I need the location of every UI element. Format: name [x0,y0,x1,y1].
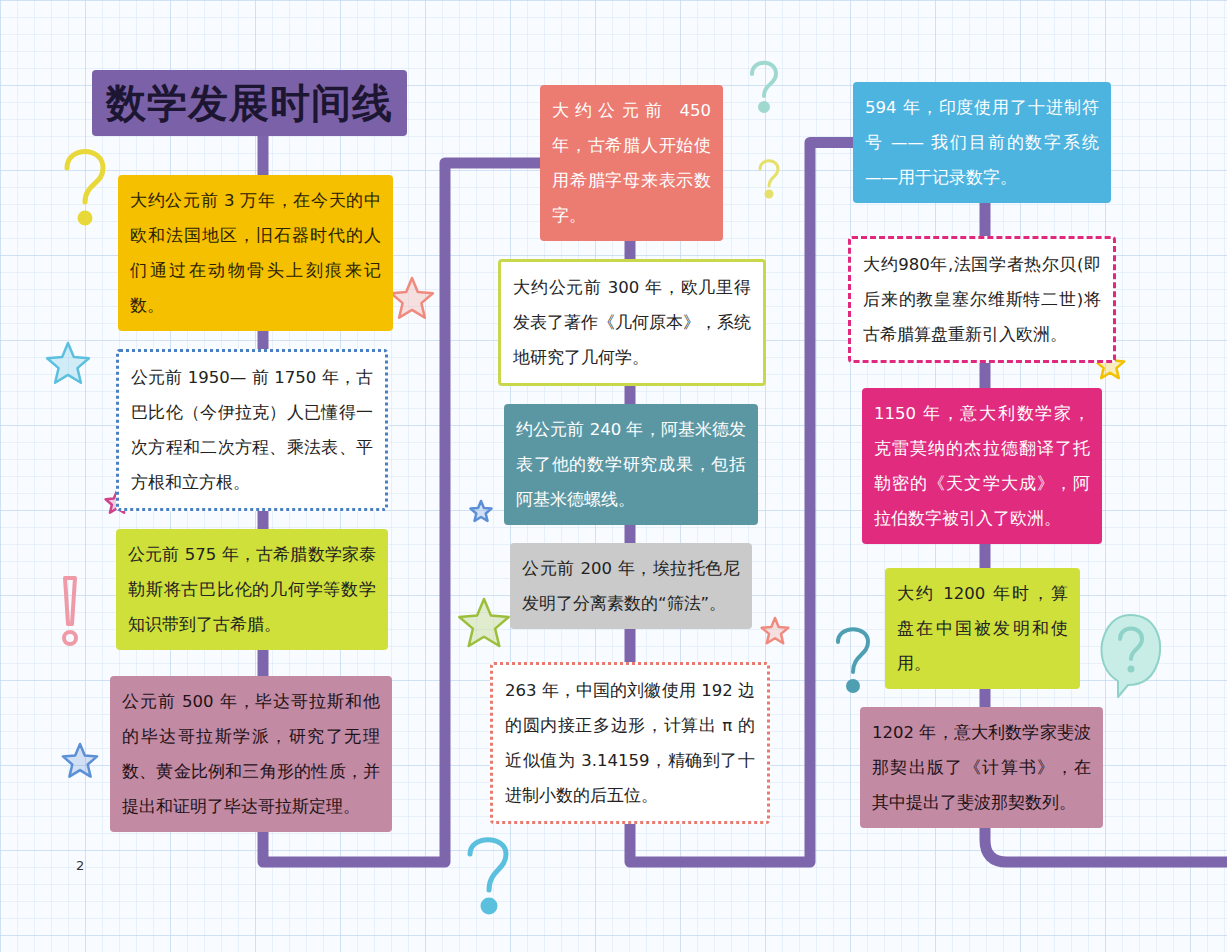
question-mark-stroke [1120,629,1142,660]
event-box: 594 年，印度使用了十进制符号 —— 我们目前的数字系统——用于记录数字。 [853,82,1111,203]
question-mark-stroke [67,152,103,203]
track-decoration [263,130,1227,862]
title-box: 数学发展时间线 [92,70,407,136]
star-doodle [459,599,508,646]
event-text: 公元前 575 年，古希腊数学家泰勒斯将古巴比伦的几何学等数学知识带到了古希腊。 [128,537,376,642]
timeline-connector [625,629,636,662]
question-bubble [1102,615,1161,697]
question-dot [848,681,858,691]
event-box: 大约980年,法国学者热尔贝(即后来的教皇塞尔维斯特二世)将古希腊算盘重新引入欧… [848,236,1116,363]
event-text: 263 年，中国的刘徽使用 192 边的圆内接正多边形，计算出 π 的近似值为 … [505,673,755,813]
event-box: 263 年，中国的刘徽使用 192 边的圆内接正多边形，计算出 π 的近似值为 … [490,662,770,824]
exclamation-dot [64,632,76,644]
event-text: 1202 年，意大利数学家斐波那契出版了《计算书》，在其中提出了斐波那契数列。 [872,715,1091,820]
bubble-outline [1102,615,1161,697]
question-dot [483,900,495,912]
star-doodle [47,343,89,383]
event-text: 公元前 500 年，毕达哥拉斯和他的毕达哥拉斯学派，研究了无理数、黄金比例和三角… [122,684,380,824]
question-mark [752,63,776,111]
page-number: 2 [76,858,84,873]
question-mark [838,629,868,691]
event-box: 公元前 500 年，毕达哥拉斯和他的毕达哥拉斯学派，研究了无理数、黄金比例和三角… [110,676,392,832]
question-dot [1128,666,1135,673]
timeline-connector [625,525,636,543]
timeline-connector [980,689,991,707]
star-doodle [471,501,492,521]
star-doodle [762,618,789,643]
exclamation-mark [64,578,76,644]
event-box: 1202 年，意大利数学家斐波那契出版了《计算书》，在其中提出了斐波那契数列。 [860,707,1103,828]
event-box: 大约公元前 300 年，欧几里得发表了著作《几何原本》，系统地研究了几何学。 [498,259,766,386]
title-text: 数学发展时间线 [106,80,393,126]
event-box: 1150 年，意大利数学家，克雷莫纳的杰拉德翻译了托勒密的《天文学大成》，阿拉伯… [862,388,1102,544]
question-dot [766,191,772,197]
event-text: 大约公元前 450 年，古希腊人开始使用希腊字母来表示数字。 [552,93,711,233]
timeline-connector [258,650,269,676]
event-box: 大约公元前 450 年，古希腊人开始使用希腊字母来表示数字。 [540,85,723,241]
timeline-connector [625,241,636,259]
question-dot [80,213,90,223]
timeline-connector [980,363,991,388]
event-box: 公元前 200 年，埃拉托色尼发明了分离素数的“筛法”。 [510,543,752,629]
event-text: 大约980年,法国学者热尔贝(即后来的教皇塞尔维斯特二世)将古希腊算盘重新引入欧… [863,247,1101,352]
question-mark-stroke [470,840,506,890]
question-dot [760,103,768,111]
event-box: 公元前 1950— 前 1750 年，古巴比伦（今伊拉克）人已懂得一次方程和二次… [116,349,388,511]
timeline-connector [980,203,991,236]
event-text: 大约公元前 3 万年，在今天的中欧和法国地区，旧石器时代的人们通过在动物骨头上刻… [130,183,381,323]
star-doodle [63,744,97,777]
event-box: 公元前 575 年，古希腊数学家泰勒斯将古巴比伦的几何学等数学知识带到了古希腊。 [116,529,388,650]
question-mark-stroke [752,63,776,96]
event-text: 大约 1200 年时，算盘在中国被发明和使用。 [897,576,1068,681]
question-mark-stroke [838,629,868,672]
question-mark [760,161,778,197]
question-mark-stroke [760,161,778,186]
event-text: 大约公元前 300 年，欧几里得发表了著作《几何原本》，系统地研究了几何学。 [513,270,751,375]
exclamation-stroke [65,578,75,624]
event-text: 公元前 200 年，埃拉托色尼发明了分离素数的“筛法”。 [522,551,740,621]
event-text: 公元前 1950— 前 1750 年，古巴比伦（今伊拉克）人已懂得一次方程和二次… [131,360,373,500]
question-mark [67,152,103,224]
question-mark [470,840,506,912]
star-doodle [391,278,433,318]
event-text: 约公元前 240 年，阿基米德发表了他的数学研究成果，包括阿基米德螺线。 [516,412,746,517]
timeline-connector [625,386,636,404]
event-box: 约公元前 240 年，阿基米德发表了他的数学研究成果，包括阿基米德螺线。 [504,404,758,525]
event-box: 大约 1200 年时，算盘在中国被发明和使用。 [885,568,1080,689]
timeline-connector [980,544,991,568]
timeline-connector [258,331,269,349]
event-text: 594 年，印度使用了十进制符号 —— 我们目前的数字系统——用于记录数字。 [865,90,1099,195]
timeline-connector [258,511,269,529]
event-box: 大约公元前 3 万年，在今天的中欧和法国地区，旧石器时代的人们通过在动物骨头上刻… [118,175,393,331]
event-text: 1150 年，意大利数学家，克雷莫纳的杰拉德翻译了托勒密的《天文学大成》，阿拉伯… [874,396,1090,536]
